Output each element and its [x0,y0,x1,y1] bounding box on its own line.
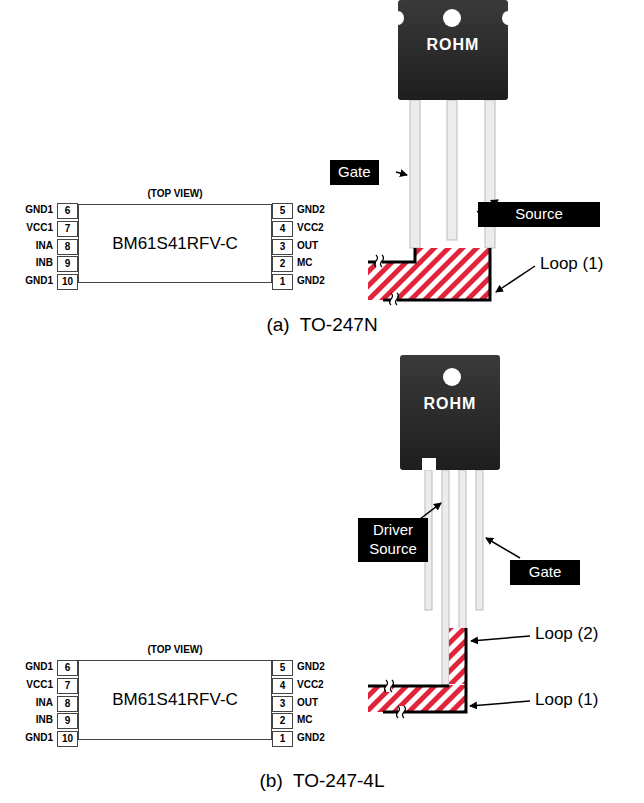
pin-number: 9 [57,713,78,729]
break-mark [375,255,399,305]
pin-name: VCC1 [0,679,53,690]
callout-box: Gate [510,560,580,585]
pin-number: 4 [272,678,293,694]
view-heading: (TOP VIEW) [79,188,271,199]
pin-number: 7 [57,221,78,237]
callout-box: Gate [330,160,379,185]
part-number: BM61S41RFV-C [112,690,238,710]
pin-name: VCC1 [0,222,53,233]
callout-text: Gate [338,163,371,180]
pin-name: VCC2 [297,679,324,690]
pin-name: MC [297,257,313,268]
package-body: ROHM [400,355,500,470]
pin-name: GND1 [0,732,53,743]
pin-name: GND1 [0,204,53,215]
pin-name: GND2 [297,732,325,743]
caption: (b) TO-247-4L [0,770,644,792]
pin-name: MC [297,714,313,725]
pin-number: 5 [272,203,293,219]
pin-name: INB [0,257,53,268]
loop-area [449,628,466,684]
view-heading: (TOP VIEW) [79,644,271,655]
brand-text: ROHM [398,36,508,54]
pin-name: GND2 [297,275,325,286]
pin-number: 2 [272,256,293,272]
caption: (a) TO-247N [0,314,644,336]
pin-number: 5 [272,660,293,676]
loop-area [368,685,466,712]
driver-ic: (TOP VIEW)BM61S41RFV-C [78,204,272,283]
pin-number: 6 [57,660,78,676]
pin-name: OUT [297,697,318,708]
pin-name: GND1 [0,661,53,672]
pin-name: INA [0,240,53,251]
pin-number: 10 [57,274,78,290]
driver-ic: (TOP VIEW)BM61S41RFV-C [78,660,272,740]
leader-arrow [420,503,530,706]
pin-number: 10 [57,731,78,747]
mounting-hole [443,9,461,27]
break-mark [385,680,406,718]
pin-name: GND2 [297,661,325,672]
mounting-hole [443,368,461,386]
brand-text: ROHM [400,395,500,413]
pin-name: INB [0,714,53,725]
loop-label: Loop (2) [535,624,598,644]
leader-arrow [396,172,535,292]
callout-text: Source [515,205,563,222]
package-body: ROHM [398,0,508,100]
pin-number: 7 [57,678,78,694]
pin-name: GND1 [0,275,53,286]
part-number: BM61S41RFV-C [112,234,238,254]
loop-label: Loop (1) [535,690,598,710]
pin-number: 3 [272,239,293,255]
source-trace [383,684,466,712]
pin-name: OUT [297,240,318,251]
side-notch [392,11,404,25]
gate-trace [465,628,468,684]
lead [425,470,483,685]
gate-trace [368,685,449,688]
pin-number: 8 [57,239,78,255]
body-notch [422,458,436,470]
gate-trace [368,248,415,262]
pin-name: GND2 [297,204,325,215]
pin-number: 9 [57,256,78,272]
callout-box: Driver Source [358,518,428,562]
loop-area [368,248,490,300]
pin-number: 8 [57,696,78,712]
loop-label: Loop (1) [540,254,603,274]
callout-text: Driver Source [369,521,417,557]
pin-number: 4 [272,221,293,237]
callout-box: Source [478,202,600,227]
pin-number: 6 [57,203,78,219]
pin-number: 3 [272,696,293,712]
pin-name: INA [0,697,53,708]
source-trace [383,248,490,300]
pin-number: 1 [272,274,293,290]
callout-text: Gate [529,563,562,580]
pin-number: 1 [272,731,293,747]
side-notch [502,11,514,25]
pin-name: VCC2 [297,222,324,233]
pin-number: 2 [272,713,293,729]
